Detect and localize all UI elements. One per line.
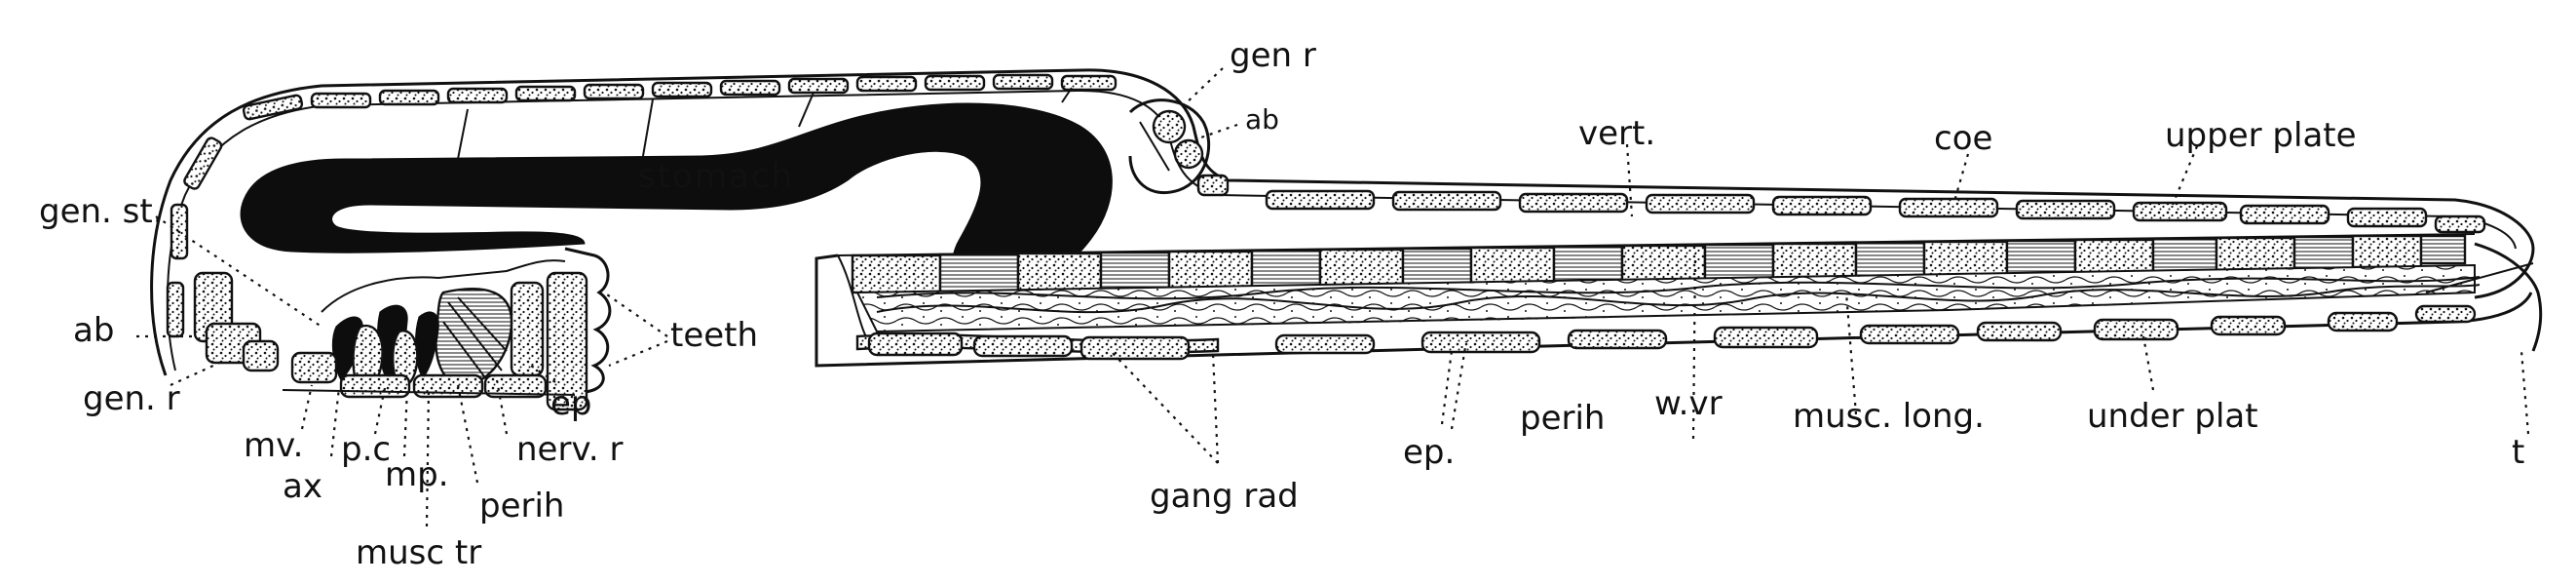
label-musc-long: musc. long. bbox=[1793, 397, 1985, 436]
label-ax: ax bbox=[283, 467, 322, 506]
left-plates bbox=[195, 273, 278, 370]
label-under-plat: under plat bbox=[2087, 397, 2258, 436]
label-mv: mv. bbox=[244, 426, 303, 465]
label-pc: p.c bbox=[341, 430, 391, 469]
label-ab-left: ab bbox=[73, 311, 114, 350]
label-upper-plate: upper plate bbox=[2165, 116, 2357, 155]
label-w-vr: w.vr bbox=[1654, 384, 1723, 423]
label-mp: mp. bbox=[385, 455, 449, 494]
label-gen-st: gen. st. bbox=[39, 192, 164, 231]
label-stomach: stomach bbox=[638, 157, 794, 196]
label-t: t bbox=[2512, 433, 2524, 472]
label-musc-tr: musc tr bbox=[356, 533, 481, 572]
label-gang-rad: gang rad bbox=[1150, 477, 1299, 516]
label-gen-r-left: gen. r bbox=[83, 379, 180, 418]
label-ep-mid: ep. bbox=[1403, 433, 1455, 472]
label-perih-left: perih bbox=[479, 487, 564, 526]
label-nerv-r: nerv. r bbox=[516, 430, 624, 469]
label-gen-r-top: gen r bbox=[1230, 36, 1316, 75]
label-coe: coe bbox=[1934, 119, 1992, 158]
ring-canal bbox=[1130, 100, 1228, 195]
label-vert: vert. bbox=[1578, 114, 1655, 153]
label-ep-left: ep bbox=[550, 384, 592, 423]
label-ab-top: ab bbox=[1245, 103, 1279, 136]
label-perih-mid: perih bbox=[1520, 399, 1605, 438]
label-teeth: teeth bbox=[670, 316, 758, 355]
